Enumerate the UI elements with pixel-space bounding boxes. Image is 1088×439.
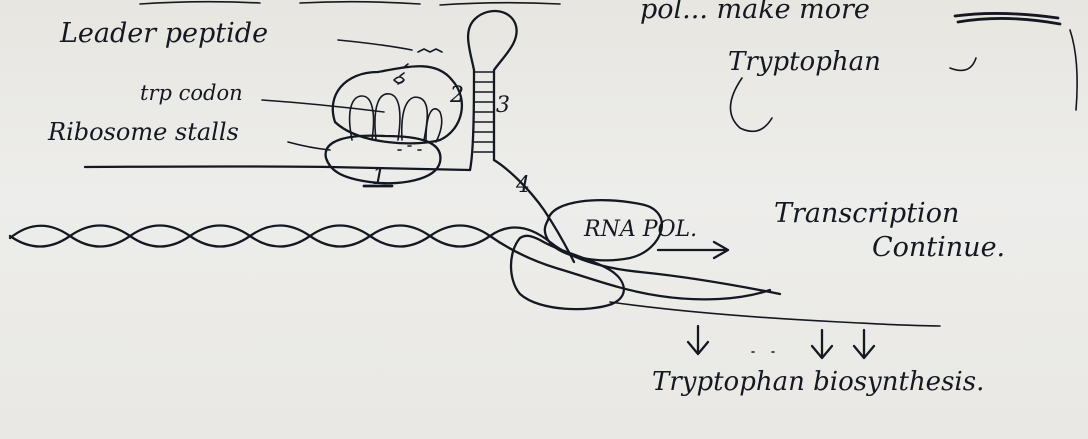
leader-peptide-chain: [418, 49, 442, 52]
stall-dots: [398, 146, 421, 150]
gene-expression-arrows: [688, 326, 874, 358]
trp-codon-pointer: [262, 100, 384, 112]
trp-codon-label: trp codon: [140, 81, 243, 105]
mrna-leader-strand: [85, 167, 470, 171]
region-4-label: 4: [515, 173, 530, 198]
leader-peptide-label: Leader peptide: [59, 18, 268, 49]
leader-peptide-pointer: [338, 40, 412, 50]
trna-loop-2: [375, 94, 400, 140]
region-3-label: 3: [496, 93, 510, 118]
dna-double-helix: [10, 226, 940, 327]
tryptophan-tail: [950, 58, 976, 70]
top-fragment-text: pol... make more: [640, 0, 870, 25]
dna-template-tail: [610, 302, 940, 326]
transcription-direction-arrow: [658, 242, 728, 258]
tryptophan-hook: [730, 78, 772, 131]
top-text-fragment: pol... make more: [140, 0, 1077, 110]
continue-label: Continue.: [872, 232, 1005, 263]
rna-polymerase: RNA POL.: [511, 200, 697, 309]
hairpin-stem-loop: [468, 11, 517, 170]
rna-pol-label: RNA POL.: [583, 217, 697, 242]
trna-loop-3: [402, 97, 428, 140]
ribosome-stalls-annotation: Ribosome stalls: [47, 118, 330, 150]
leader-peptide-annotation: Leader peptide: [59, 18, 442, 84]
region-2-label: 2: [449, 83, 464, 108]
tryptophan-biosynthesis-label: Tryptophan biosynthesis.: [652, 367, 984, 397]
transcription-label: Transcription: [774, 198, 959, 229]
ribosome-stalls-label: Ribosome stalls: [47, 118, 239, 146]
ribosome-stalls-pointer: [288, 142, 330, 150]
tryptophan-annotation: Tryptophan: [728, 47, 976, 131]
hairpin-base-pairs: [474, 72, 494, 152]
trp-codon-annotation: trp codon: [140, 81, 384, 112]
peptide-bond-mark: [394, 77, 404, 83]
tryptophan-label: Tryptophan: [728, 47, 881, 77]
trna-loop-4: [426, 109, 442, 142]
hairpin-outline: [468, 11, 517, 170]
